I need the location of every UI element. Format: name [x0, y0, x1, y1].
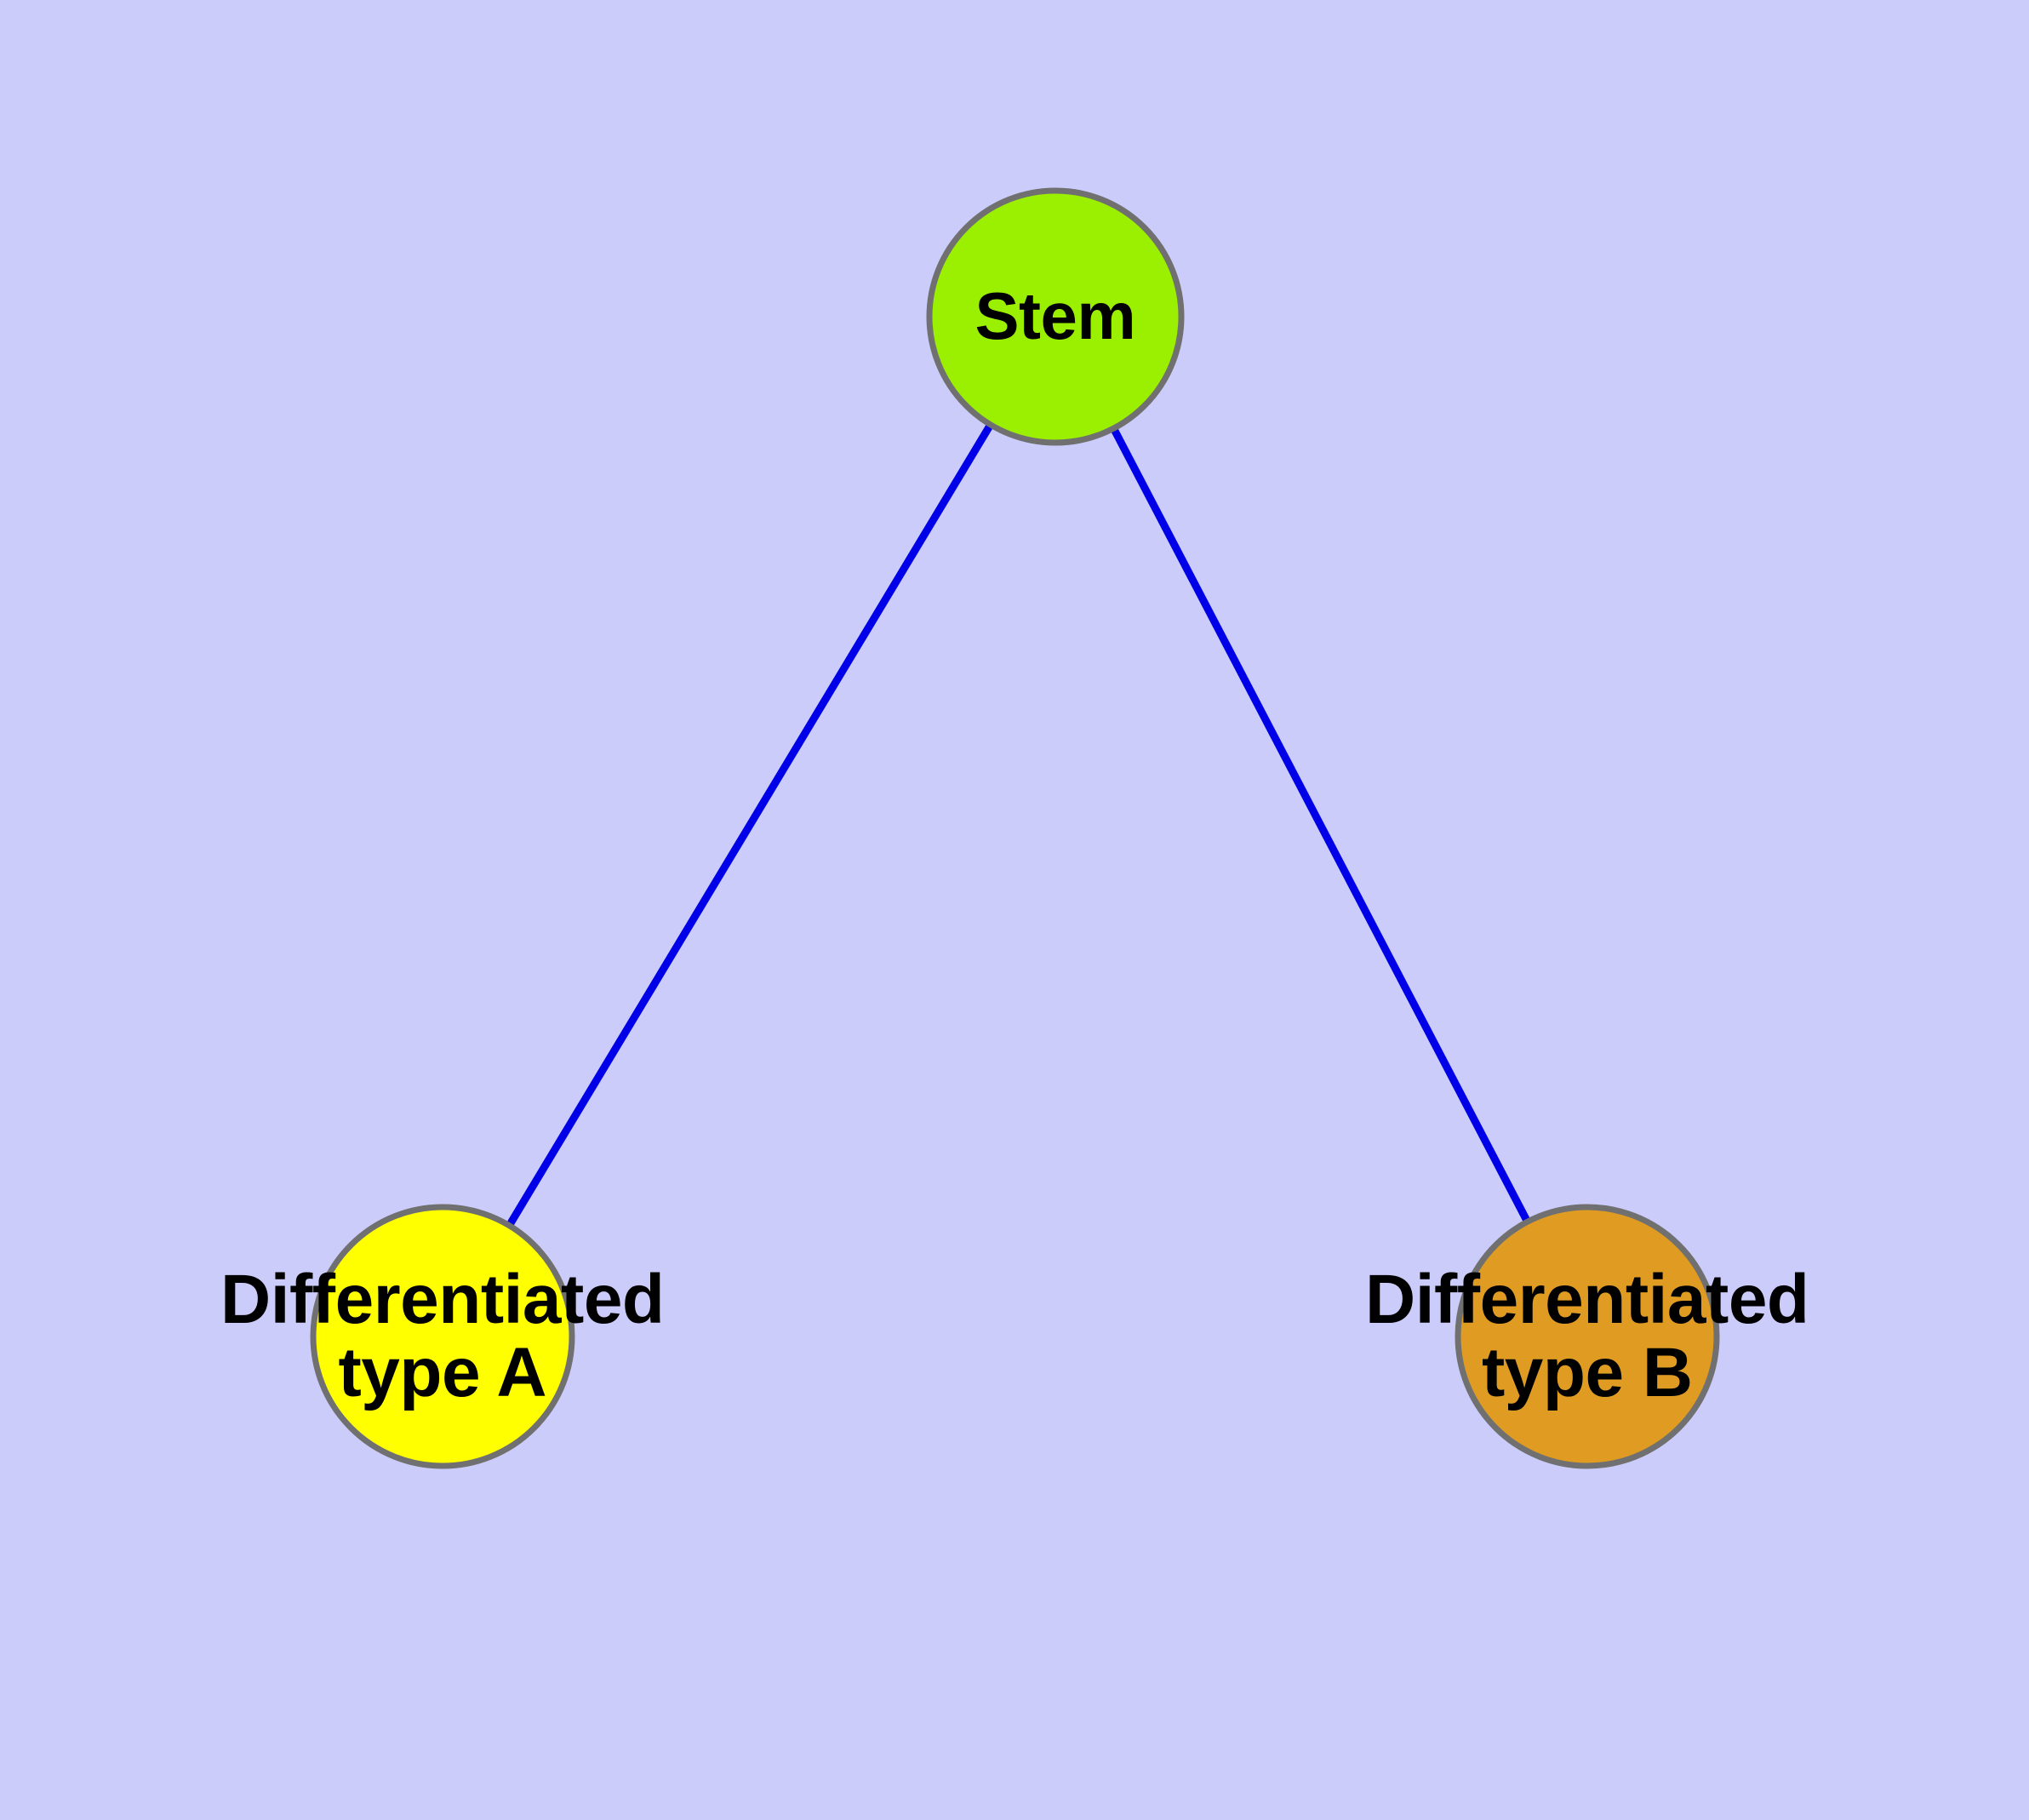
nodes-group [310, 187, 1720, 1469]
edge-stem-to-diff-a[interactable] [439, 314, 1059, 1339]
node-diff-b[interactable] [1455, 1204, 1720, 1469]
edges-group [439, 314, 1591, 1339]
node-stem[interactable] [926, 187, 1185, 446]
node-diff-a[interactable] [310, 1204, 575, 1469]
edge-stem-to-diff-b[interactable] [1052, 314, 1591, 1339]
